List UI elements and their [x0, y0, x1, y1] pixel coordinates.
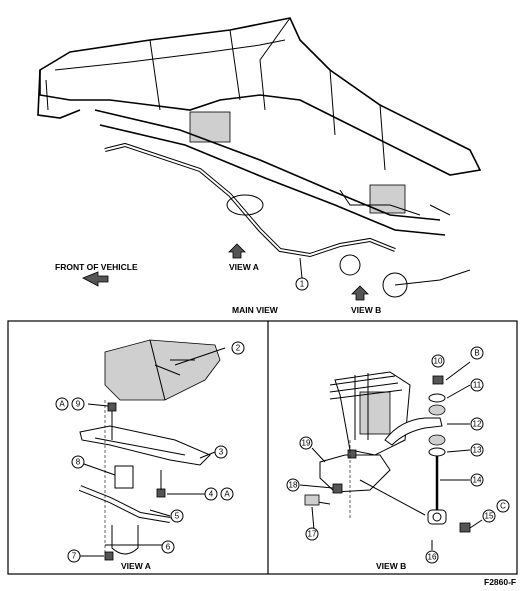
- callout-13: 13: [473, 446, 482, 455]
- view-b-nut-18: [332, 483, 343, 494]
- view-b-nut-15: [459, 522, 471, 533]
- view-b-reference: VIEW B: [351, 305, 381, 315]
- view-b-arrow-icon: [351, 285, 369, 301]
- callout-6: 6: [166, 543, 171, 552]
- callout-14: 14: [473, 476, 482, 485]
- view-b-washer-11: [428, 393, 446, 403]
- callout-17: 17: [308, 530, 317, 539]
- view-a-nut-7: [104, 551, 114, 561]
- callout-1-circle: [295, 277, 309, 291]
- view-b-nut-10: [432, 375, 444, 385]
- callout-16: 16: [428, 553, 437, 562]
- link-bushing: [339, 254, 361, 276]
- engine-mount-left: [189, 111, 231, 143]
- stabilizer-bar: [104, 142, 396, 258]
- view-a-title: VIEW A: [121, 561, 151, 571]
- callout-19: 19: [302, 439, 311, 448]
- callout-11: 11: [473, 381, 482, 390]
- callout-5: 5: [175, 512, 180, 521]
- callout-12: 12: [473, 420, 482, 429]
- view-a-bracket: [114, 465, 134, 489]
- callout-4-letter-a: A: [224, 490, 230, 499]
- view-b-title: VIEW B: [376, 561, 406, 571]
- view-a-nut-9: [107, 402, 117, 412]
- main-view-title: MAIN VIEW: [232, 305, 279, 315]
- view-a-reference: VIEW A: [229, 262, 259, 272]
- figure-code: F2860-F: [484, 577, 516, 587]
- callout-1: 1: [300, 280, 305, 289]
- callout-4: 4: [209, 490, 214, 499]
- callout-10-letter-b: B: [474, 349, 479, 358]
- view-b-illustration: [299, 361, 483, 550]
- callout-15: 15: [485, 512, 494, 521]
- callout-9: 9: [76, 400, 81, 409]
- callout-9-letter-a: A: [59, 400, 65, 409]
- callout-18: 18: [289, 481, 298, 490]
- view-b-link-arm: [384, 417, 443, 446]
- callout-2: 2: [236, 344, 241, 353]
- callout-15-letter-c: C: [500, 502, 506, 511]
- detail-panel-border: [7, 320, 518, 575]
- front-of-vehicle-label: FRONT OF VEHICLE: [55, 262, 138, 272]
- view-a-illustration: [78, 339, 226, 561]
- crossmember: [94, 109, 441, 221]
- callout-7: 7: [72, 552, 77, 561]
- view-b-callouts: 10 B 11 12 13 14 15 C 16 17 18 19: [286, 346, 510, 564]
- callout-8: 8: [76, 458, 81, 467]
- callout-3: 3: [219, 448, 224, 457]
- front-arrow-icon: [82, 271, 109, 287]
- view-b-bolt-17: [304, 494, 320, 506]
- view-a-bolt-4: [156, 488, 166, 498]
- view-a-arrow-icon: [228, 243, 246, 259]
- view-b-washer-13: [428, 447, 446, 457]
- callout-10: 10: [434, 357, 443, 366]
- view-a-callouts: 2 3 4 A 5 6 7 8 A 9: [55, 341, 245, 563]
- view-a-clamp: [111, 525, 139, 555]
- main-view-illustration: 1: [37, 17, 482, 301]
- vehicle-frame: [39, 17, 482, 176]
- view-b-bracket: [319, 454, 391, 493]
- view-a-crossmember: [79, 425, 211, 466]
